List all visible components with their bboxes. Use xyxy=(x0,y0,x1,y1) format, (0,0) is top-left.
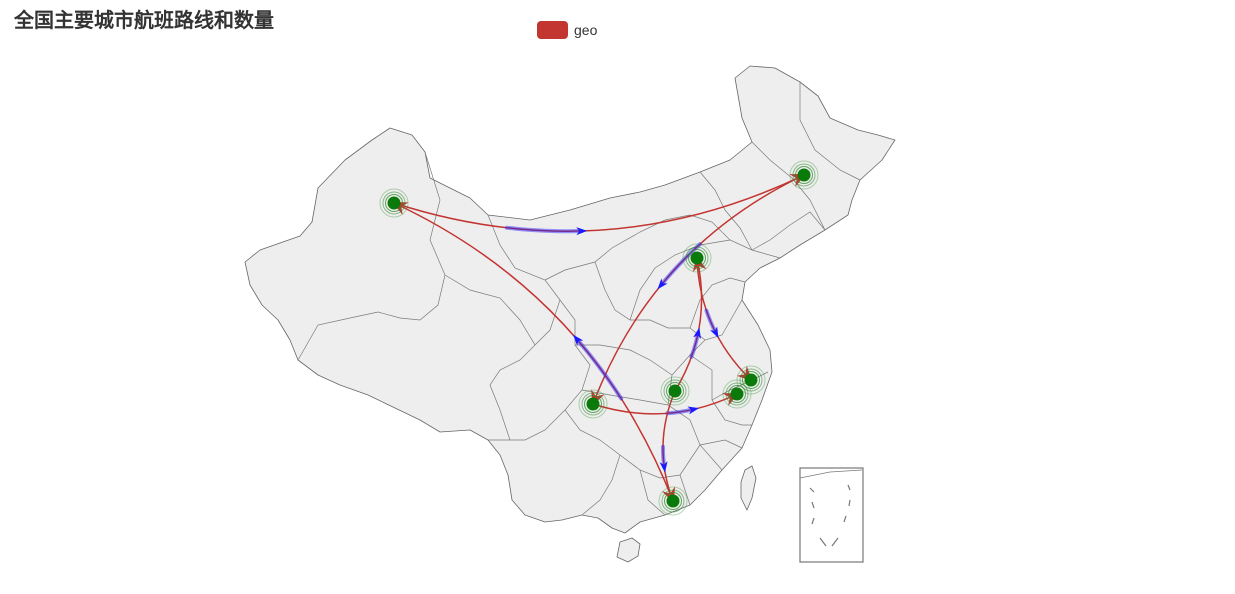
cities-layer xyxy=(379,160,819,516)
city-ripple xyxy=(682,243,712,273)
city-point[interactable] xyxy=(736,365,766,395)
city-ripple xyxy=(728,385,746,403)
city-ripple xyxy=(742,371,760,389)
city-dot[interactable] xyxy=(387,196,401,210)
route-trail xyxy=(665,407,696,416)
route-trail xyxy=(661,444,667,469)
china-land xyxy=(244,65,896,563)
city-point[interactable] xyxy=(682,243,712,273)
south-china-sea-inset xyxy=(799,467,864,563)
city-ripple xyxy=(795,166,813,184)
city-dot[interactable] xyxy=(668,384,682,398)
city-ripple xyxy=(666,382,684,400)
route-trail xyxy=(704,308,718,335)
route-moving-symbol xyxy=(573,334,584,346)
china-mainland-outline xyxy=(244,65,896,534)
city-ripple xyxy=(663,379,687,403)
city-ripple xyxy=(660,376,690,406)
route-trail xyxy=(504,225,584,234)
route-line xyxy=(393,174,805,232)
city-dot[interactable] xyxy=(666,494,680,508)
city-ripple xyxy=(578,389,608,419)
taiwan-island xyxy=(740,465,757,511)
city-ripple xyxy=(725,382,749,406)
city-dot[interactable] xyxy=(730,387,744,401)
route-line xyxy=(393,202,674,502)
route-moving-symbol xyxy=(659,461,668,473)
route-moving-symbol xyxy=(687,406,700,415)
route-moving-symbol xyxy=(576,227,588,236)
city-point[interactable] xyxy=(660,376,690,406)
city-point[interactable] xyxy=(578,389,608,419)
city-dot[interactable] xyxy=(744,373,758,387)
hainan-island xyxy=(616,537,641,563)
route-line xyxy=(592,174,805,405)
city-point[interactable] xyxy=(658,486,688,516)
city-ripple xyxy=(661,489,685,513)
chart-title: 全国主要城市航班路线和数量 xyxy=(14,8,274,32)
city-ripple xyxy=(688,249,706,267)
legend-swatch[interactable] xyxy=(537,21,568,39)
route-line xyxy=(696,257,752,381)
city-dot[interactable] xyxy=(690,251,704,265)
route-trail xyxy=(575,337,624,401)
city-ripple xyxy=(584,395,602,413)
city-dot[interactable] xyxy=(797,168,811,182)
city-ripple xyxy=(664,492,682,510)
route-moving-symbol xyxy=(657,278,668,290)
route-trail xyxy=(689,331,701,359)
city-ripple xyxy=(658,486,688,516)
city-ripple xyxy=(379,188,409,218)
route-line xyxy=(674,257,703,392)
city-ripple xyxy=(739,368,763,392)
route-line xyxy=(592,393,738,415)
legend[interactable]: geo xyxy=(537,20,597,40)
route-moving-symbol xyxy=(693,327,701,340)
route-moving-symbol xyxy=(709,326,719,339)
legend-label: geo xyxy=(574,22,598,38)
city-ripple xyxy=(385,194,403,212)
city-ripple xyxy=(736,365,766,395)
city-point[interactable] xyxy=(789,160,819,190)
city-ripple xyxy=(789,160,819,190)
city-ripple xyxy=(792,163,816,187)
city-dot[interactable] xyxy=(586,397,600,411)
city-ripple xyxy=(581,392,605,416)
city-ripple xyxy=(382,191,406,215)
city-point[interactable] xyxy=(722,379,752,409)
city-point[interactable] xyxy=(379,188,409,218)
city-ripple xyxy=(722,379,752,409)
city-ripple xyxy=(685,246,709,270)
